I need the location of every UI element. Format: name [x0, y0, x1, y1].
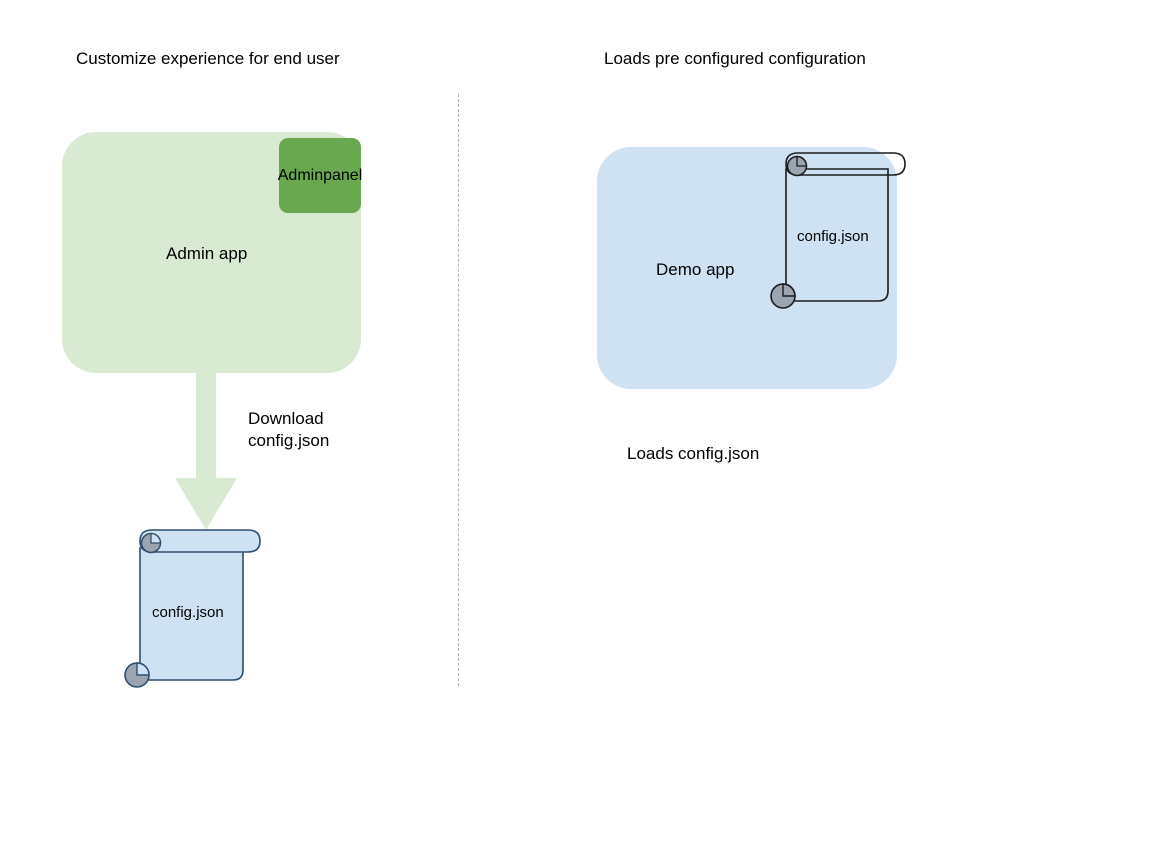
demo-app-label: Demo app: [656, 260, 735, 279]
download-arrow-label-line1: Download: [248, 409, 324, 428]
config-json-document-right[interactable]: [768, 151, 916, 309]
column-divider: [458, 94, 459, 686]
admin-panel-badge[interactable]: Admin panel: [277, 138, 363, 213]
config-json-label-left: config.json: [152, 604, 224, 621]
download-arrow-icon: [175, 370, 237, 530]
config-json-document-left[interactable]: [118, 528, 268, 688]
config-json-label-right: config.json: [797, 228, 869, 245]
admin-panel-badge-line2: panel: [323, 167, 363, 184]
admin-app-label: Admin app: [166, 244, 248, 263]
demo-app-box[interactable]: [597, 147, 897, 389]
download-arrow-label: Download config.json: [248, 408, 329, 452]
heading-left: Customize experience for end user: [76, 49, 340, 68]
download-arrow-label-line2: config.json: [248, 431, 330, 450]
loads-config-caption: Loads config.json: [627, 444, 760, 463]
heading-right: Loads pre configured configuration: [604, 49, 866, 68]
admin-panel-badge-line1: Admin: [277, 167, 324, 184]
